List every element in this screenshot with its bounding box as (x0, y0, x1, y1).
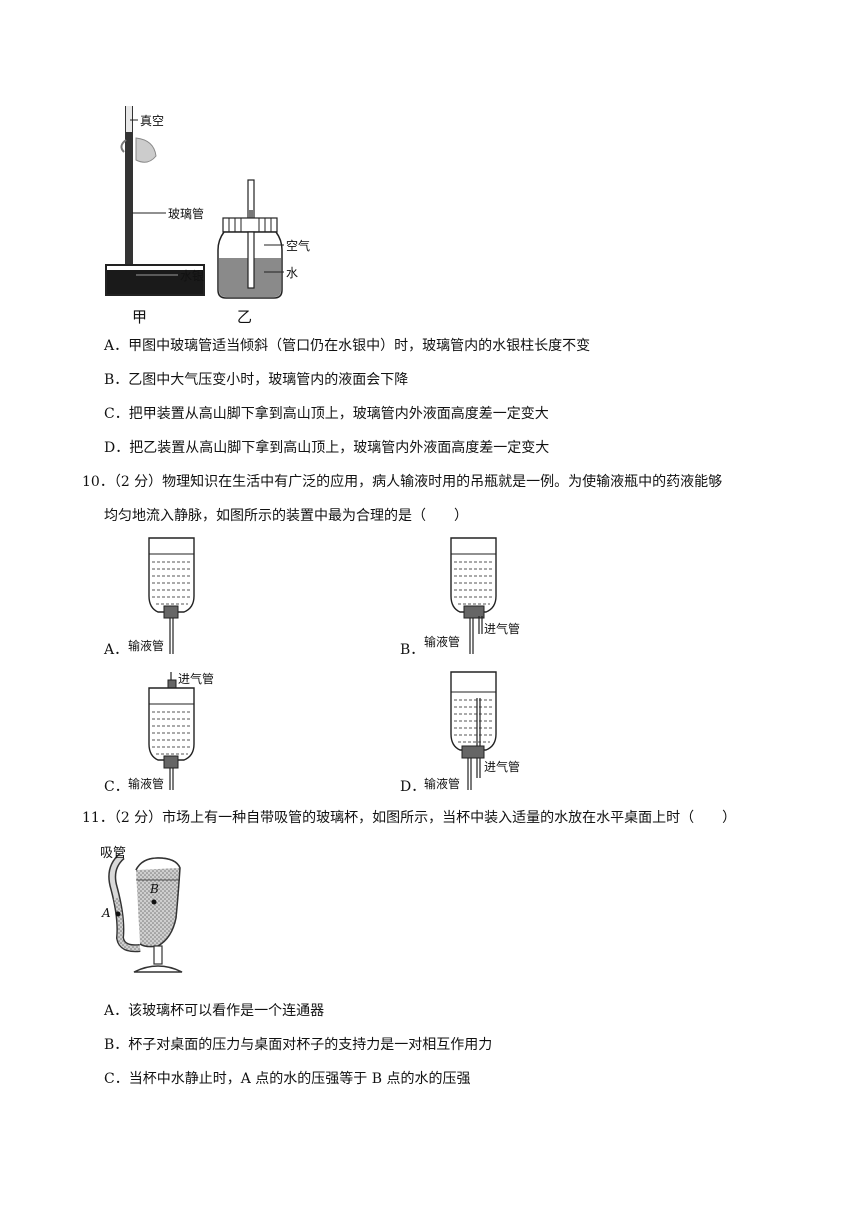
q10-b-inlet-label: 进气管 (484, 622, 521, 636)
q10-c-inlet-label: 进气管 (178, 672, 215, 686)
label-straw: 吸管 (100, 846, 127, 861)
q10-a-infusion-label: 输液管 (128, 639, 165, 653)
label-water: 水 (286, 266, 299, 280)
q10-letter-a: A． (104, 642, 129, 658)
q10-stem-line1: 10．（2 分）物理知识在生活中有广泛的应用，病人输液时用的吊瓶就是一例。为使输… (82, 474, 723, 490)
label-air: 空气 (286, 239, 311, 253)
label-glass-tube: 玻璃管 (168, 207, 205, 221)
q9-option-c: C．把甲装置从高山脚下拿到高山顶上，玻璃管内外液面高度差一定变大 (104, 406, 549, 422)
q11-figure: 吸管 A B (96, 838, 216, 988)
infusion-bottle-b (450, 537, 497, 654)
q10-b-infusion-label: 输液管 (424, 635, 461, 649)
q11-option-a: A．该玻璃杯可以看作是一个连通器 (104, 1003, 325, 1019)
label-vacuum: 真空 (140, 114, 165, 128)
label-point-b: B (150, 882, 159, 896)
label-jia: 甲 (132, 308, 148, 326)
barometer-diagram (105, 106, 284, 299)
q10-option-d (400, 668, 540, 792)
label-mercury: 水银 (180, 269, 205, 283)
q11-option-c: C．当杯中水静止时，A 点的水的压强等于 B 点的水的压强 (104, 1071, 471, 1087)
q9-option-b: B．乙图中大气压变小时，玻璃管内的液面会下降 (104, 372, 409, 388)
q10-letter-c: C． (104, 779, 129, 795)
infusion-bottle-c (148, 672, 195, 790)
q10-c-infusion-label: 输液管 (128, 777, 165, 791)
q11-stem: 11．（2 分）市场上有一种自带吸管的玻璃杯，如图所示，当杯中装入适量的水放在水… (82, 810, 737, 826)
q9-option-a: A．甲图中玻璃管适当倾斜（管口仍在水银中）时，玻璃管内的水银柱长度不变 (104, 338, 591, 354)
q10-stem-line2: 均匀地流入静脉，如图所示的装置中最为合理的是（ ） (104, 508, 468, 524)
q10-d-inlet-label: 进气管 (484, 760, 521, 774)
q9-figure: 真空 玻璃管 水银 空气 水 甲 乙 (96, 100, 316, 330)
q10-option-b (400, 536, 540, 660)
label-point-a: A (102, 906, 111, 920)
q10-d-infusion-label: 输液管 (424, 777, 461, 791)
infusion-bottle-a (148, 537, 195, 654)
q10-option-c (100, 668, 240, 792)
q10-option-a (100, 536, 220, 660)
q9-option-d: D．把乙装置从高山脚下拿到高山顶上，玻璃管内外液面高度差一定变大 (104, 440, 550, 456)
q10-letter-d: D． (400, 779, 426, 795)
infusion-bottle-d (450, 671, 497, 790)
straw-cup-diagram (108, 852, 183, 973)
q10-letter-b: B． (400, 642, 425, 658)
label-yi: 乙 (237, 308, 253, 326)
q11-option-b: B．杯子对桌面的压力与桌面对杯子的支持力是一对相互作用力 (104, 1037, 493, 1053)
